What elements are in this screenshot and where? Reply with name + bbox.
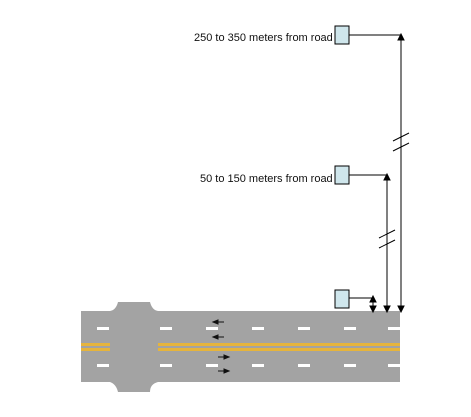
lane-dash [97, 364, 109, 367]
near-arrow-top [369, 294, 377, 303]
road [81, 302, 400, 392]
far-monitor [334, 25, 350, 45]
arrow-right-icon [218, 368, 231, 374]
mid-distance-label: 50 to 150 meters from road [200, 173, 333, 185]
far-arrow-bottom [397, 305, 405, 314]
lane-dash [388, 327, 400, 330]
lane-dash [344, 364, 356, 367]
lane-dash [388, 364, 400, 367]
arrow-left-icon [211, 319, 224, 325]
lane-dash [160, 364, 172, 367]
lane-dash [298, 327, 310, 330]
mid-monitor [334, 165, 350, 185]
cross-road [110, 302, 158, 392]
center-line-upper [158, 343, 400, 346]
lane-dash [252, 327, 264, 330]
center-line-lower [81, 348, 110, 351]
arrow-left-icon [211, 334, 224, 340]
far-distance-label: 250 to 350 meters from road [194, 32, 333, 44]
far-break-mark [392, 132, 410, 142]
center-line-lower [158, 348, 400, 351]
mid-break-mark [378, 239, 396, 249]
lane-dash [97, 327, 109, 330]
mid-arrow-bottom [383, 305, 391, 314]
traffic-arrows [211, 319, 231, 374]
near-monitor [334, 289, 350, 309]
mid-arrow-top [383, 172, 391, 181]
lane-dash [206, 327, 218, 330]
lane-markings [97, 327, 400, 367]
far-break-mark [392, 142, 410, 152]
lane-dash [160, 327, 172, 330]
lane-dash [344, 327, 356, 330]
lane-dash [252, 364, 264, 367]
lane-dash [298, 364, 310, 367]
lane-dash [206, 364, 218, 367]
near-arrow-bottom [369, 305, 377, 314]
arrow-right-icon [218, 354, 231, 360]
dimension-lines [349, 32, 410, 314]
center-line-upper [81, 343, 110, 346]
far-arrow-top [397, 32, 405, 41]
mid-break-mark [378, 229, 396, 239]
